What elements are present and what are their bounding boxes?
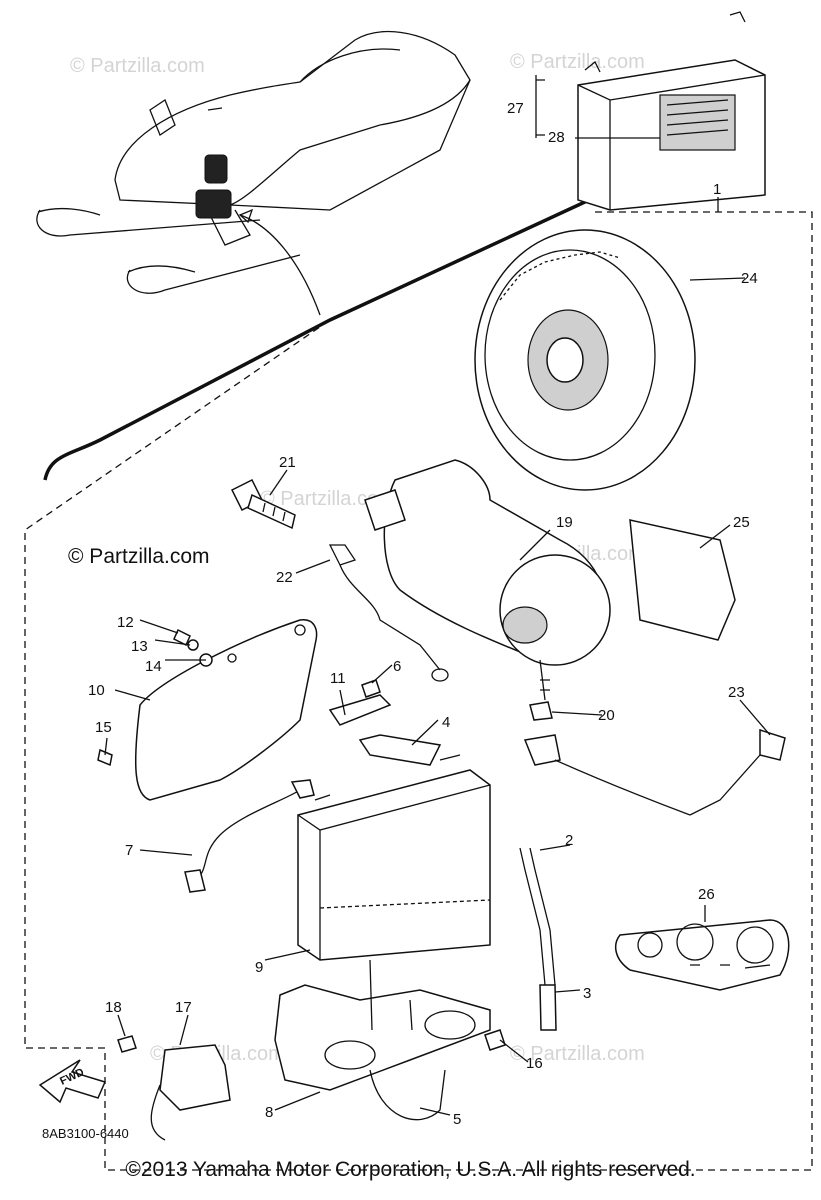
callout-25: 25: [733, 514, 750, 531]
watermark-center: © Partzilla.com: [260, 488, 395, 510]
callout-17: 17: [175, 999, 192, 1016]
callout-3: 3: [583, 985, 591, 1002]
callout-13: 13: [131, 638, 148, 655]
assembly-boundary: [24, 211, 813, 1171]
fwd-arrow: FWD: [38, 1059, 107, 1104]
callout-19: 19: [556, 514, 573, 531]
callout-20: 20: [598, 707, 615, 724]
callout-8: 8: [265, 1104, 273, 1121]
starter-relay: [117, 1035, 231, 1141]
flywheel-ring-gear: [474, 229, 696, 491]
watermark-top-right: © Partzilla.com: [510, 51, 645, 73]
callout-27: 27: [507, 100, 524, 117]
location-leader: [43, 193, 601, 481]
callout-16: 16: [526, 1055, 543, 1072]
callout-7: 7: [125, 842, 133, 859]
diagram-code: 8AB3100-6440: [42, 1126, 129, 1141]
callout-6: 6: [393, 658, 401, 675]
battery-location-mark: [204, 154, 228, 184]
bolt-21: [230, 478, 296, 530]
callout-22: 22: [276, 569, 293, 586]
vent-tube: [519, 847, 557, 1031]
cable-23: [523, 701, 786, 816]
callout-9: 9: [255, 959, 263, 976]
callout-23: 23: [728, 684, 745, 701]
callout-21: 21: [279, 454, 296, 471]
bolt-16: [484, 1029, 506, 1051]
watermark-bottom-right: © Partzilla.com: [510, 1043, 645, 1065]
callout-10: 10: [88, 682, 105, 699]
starter-cable: [328, 544, 449, 682]
battery-box: [274, 959, 491, 1121]
battery-9: [297, 754, 491, 961]
callout-11: 11: [330, 670, 346, 687]
battery-upper: [577, 11, 766, 211]
footer-copyright: ©2013 Yamaha Motor Corporation, U.S.A. A…: [125, 1158, 696, 1181]
callout-leaders: [104, 75, 771, 1116]
watermark-top-left: © Partzilla.com: [70, 55, 205, 77]
panel-26: [614, 919, 790, 991]
snowmobile-illustration: [36, 30, 471, 316]
callout-24: 24: [741, 270, 758, 287]
battery-cable-7: [184, 779, 315, 893]
partzilla-copyright: © Partzilla.com: [68, 545, 210, 568]
callout-18: 18: [105, 999, 122, 1016]
callout-28: 28: [548, 129, 565, 146]
callout-2: 2: [565, 832, 573, 849]
clamp-bracket: [328, 679, 442, 766]
callout-4: 4: [442, 714, 450, 731]
callout-26: 26: [698, 886, 715, 903]
callout-5: 5: [453, 1111, 461, 1128]
starter-motor: [364, 459, 611, 701]
callout-15: 15: [95, 719, 112, 736]
callout-1: 1: [713, 181, 721, 198]
callout-14: 14: [145, 658, 162, 675]
pad-25: [629, 519, 736, 641]
callout-12: 12: [117, 614, 134, 631]
